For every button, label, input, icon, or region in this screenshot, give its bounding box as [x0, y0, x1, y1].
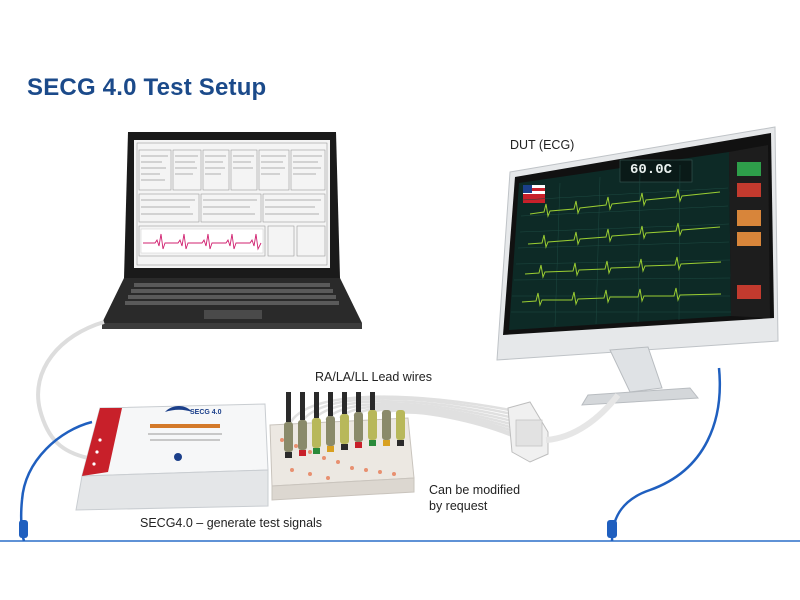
secg-brand-label: SECG 4.0 — [190, 409, 222, 416]
laptop-touchpad — [204, 310, 262, 319]
monitor-ecg-traces — [521, 188, 722, 307]
monitor-button-orange-1 — [737, 210, 761, 226]
monitor-button-green — [737, 162, 761, 176]
monitor-button-red-1 — [737, 183, 761, 197]
monitor-button-orange-2 — [737, 232, 761, 246]
blue-cable-right — [610, 367, 721, 542]
secg-caption: SECG4.0 – generate test signals — [140, 516, 323, 530]
monitor-button-red-2 — [737, 285, 761, 299]
page-title: SECG 4.0 Test Setup — [27, 74, 267, 101]
usb-cable — [36, 320, 105, 460]
modified-label-line2: by request — [429, 499, 488, 513]
secg-power-indicator — [174, 453, 182, 461]
laptop — [102, 132, 362, 329]
hr-display-box — [619, 159, 693, 183]
modified-label-line1: Can be modified — [429, 483, 521, 497]
secg-device — [75, 403, 269, 511]
laptop-software-ui — [136, 142, 328, 266]
monitor-stand — [609, 346, 663, 393]
dut-label: DUT (ECG) — [510, 138, 575, 152]
lead-wires-label: RA/LA/LL Lead wires — [315, 370, 432, 384]
laptop-keyboard — [125, 283, 339, 305]
secg-red-panel — [82, 408, 122, 476]
ecg-monitor — [496, 126, 779, 406]
trunk-connector — [507, 393, 621, 463]
secg-logo-icon — [165, 406, 192, 412]
monitor-grid — [511, 164, 731, 327]
laptop-ecg-trace — [143, 233, 262, 251]
laptop-ecg-preview — [140, 228, 264, 254]
electrode-clips — [284, 392, 405, 458]
monitor-hr-value: 60.0C — [630, 162, 673, 178]
trunk-cable — [545, 393, 621, 443]
laptop-text-lines — [141, 155, 322, 215]
